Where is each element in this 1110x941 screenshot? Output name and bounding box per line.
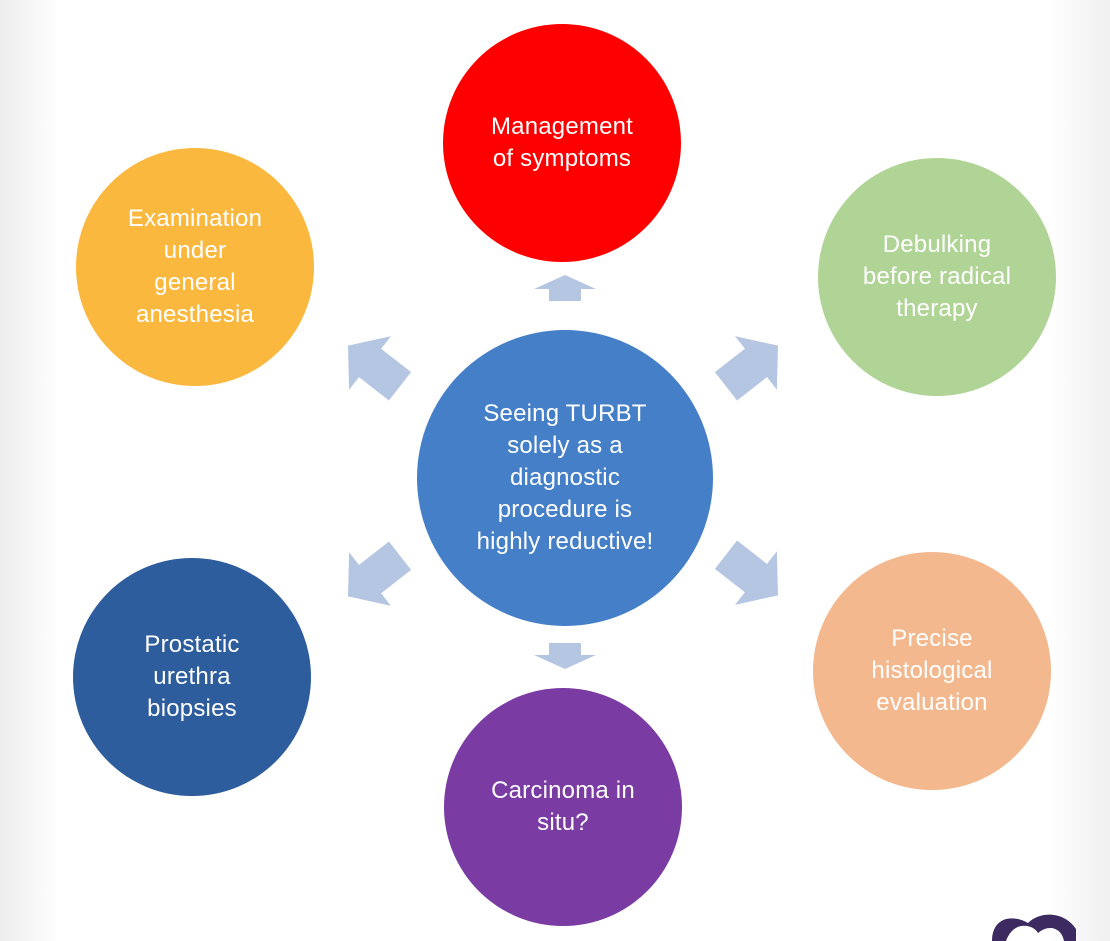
- arrow-down-left-icon: [347, 541, 412, 606]
- node-management-of-symptoms: Management of symptoms: [443, 24, 681, 262]
- node-debulking-text: Debulking before radical therapy: [862, 231, 1012, 322]
- node-prostatic-urethra-biopsies-text: Prostatic urethra biopsies: [144, 631, 240, 722]
- node-management-of-symptoms-text: Management of symptoms: [490, 113, 634, 172]
- node-carcinoma-in-situ-text: Carcinoma in situ?: [491, 777, 635, 836]
- arrow-up-right-icon: [714, 336, 779, 401]
- node-carcinoma-in-situ: Carcinoma in situ?: [444, 688, 682, 926]
- node-debulking: Debulking before radical therapy: [818, 158, 1056, 396]
- node-examination-under-anesthesia-text: Examination under general anesthesia: [127, 205, 263, 328]
- arrow-down-right-icon: [714, 540, 779, 605]
- center-circle-text: Seeing TURBT solely as a diagnostic proc…: [476, 400, 654, 555]
- brand-logo-icon: [992, 914, 1076, 941]
- arrow-up-icon: [534, 275, 596, 301]
- node-histological-evaluation: Precise histological evaluation: [813, 552, 1051, 790]
- node-prostatic-urethra-biopsies: Prostatic urethra biopsies: [73, 558, 311, 796]
- center-circle: Seeing TURBT solely as a diagnostic proc…: [417, 330, 713, 626]
- node-histological-evaluation-text: Precise histological evaluation: [871, 625, 993, 716]
- node-examination-under-anesthesia: Examination under general anesthesia: [76, 148, 314, 386]
- arrow-down-icon: [534, 643, 596, 669]
- arrow-up-left-icon: [347, 336, 412, 401]
